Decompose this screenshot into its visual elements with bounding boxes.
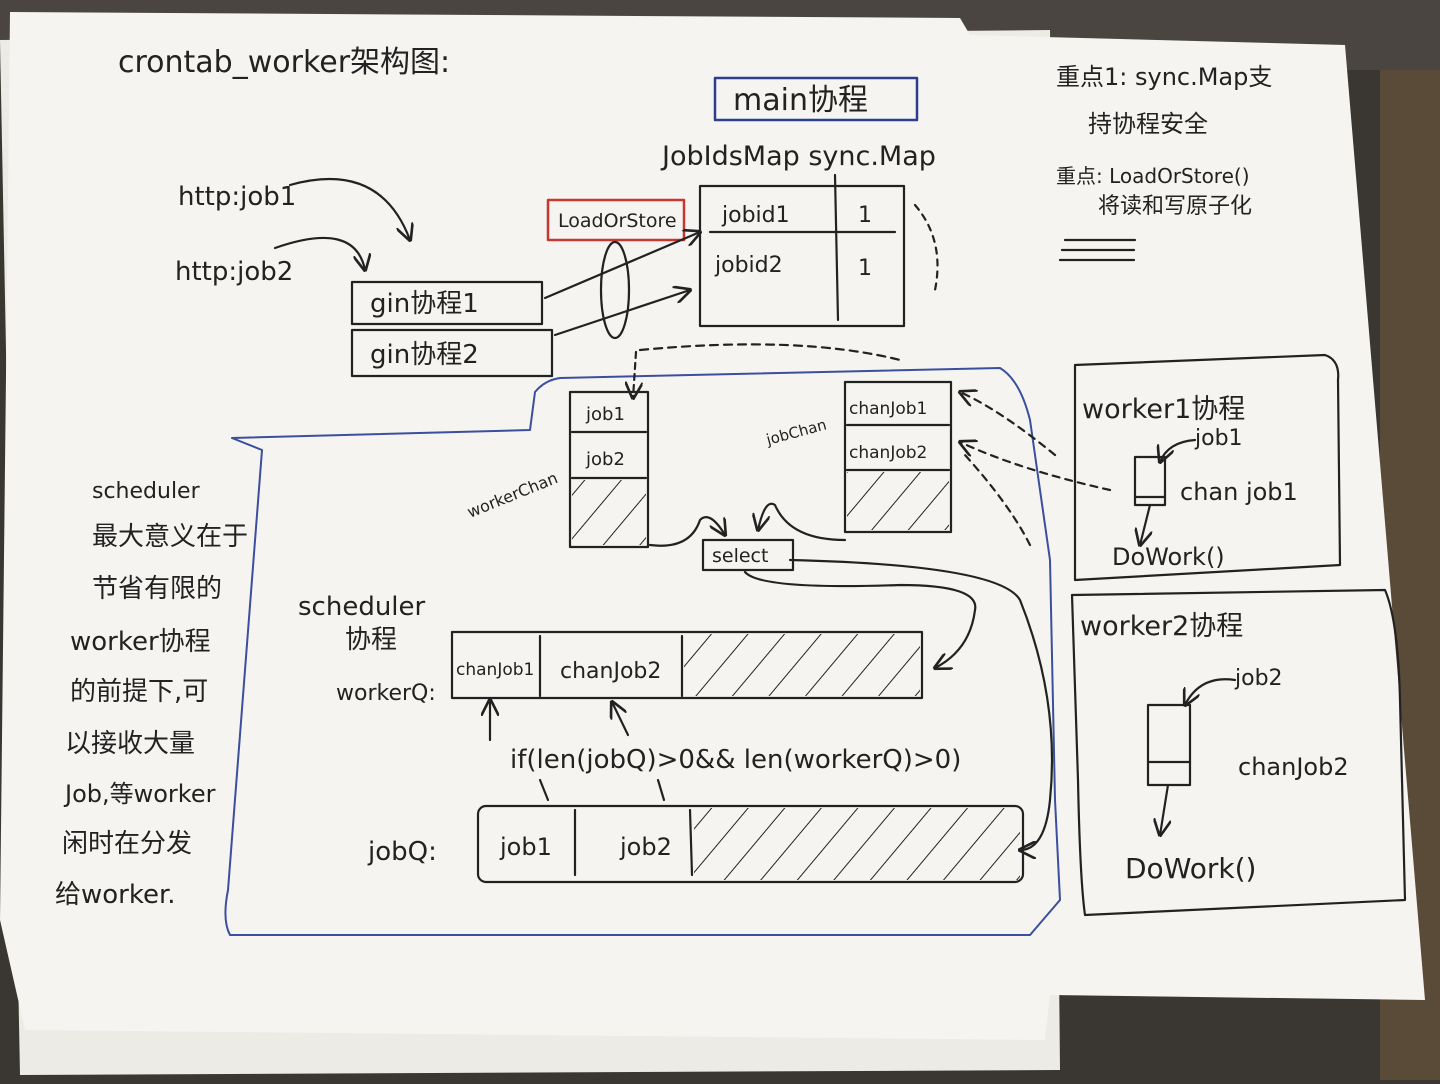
scheduler-region <box>224 367 1061 936</box>
dashed-map-to-chan <box>638 343 902 362</box>
workerq-empty-slots <box>684 634 920 696</box>
crossed-out-scribble <box>1058 238 1137 262</box>
arrow-worker1-to-dowork <box>1140 503 1150 545</box>
arrow-cond-to-workerq-2 <box>612 702 630 737</box>
left-note-line-2: 最大意义在于 <box>92 522 248 552</box>
dispatch-condition: if(len(jobQ)>0&& len(workerQ)>0) <box>510 745 961 775</box>
left-note-line-5: 的前提下,可 <box>70 677 208 707</box>
arrow-select-to-workerq <box>743 570 977 668</box>
workerq-label: workerQ: <box>336 681 436 706</box>
load-or-store-box <box>546 198 686 242</box>
arrow-job1-to-gin <box>288 177 410 240</box>
worker2-job: job2 <box>1234 666 1283 691</box>
diagram-title: crontab_worker架构图: <box>118 45 450 80</box>
arrow-workerchan-to-select <box>648 516 725 547</box>
worker2-dowork: DoWork() <box>1125 852 1256 885</box>
scheduler-label-2: 协程 <box>345 625 397 655</box>
map-title: JobIdsMap sync.Map <box>660 141 936 172</box>
select-box <box>701 538 795 572</box>
worker1-box <box>1073 353 1342 582</box>
note-line-4: 将读和写原子化 <box>1098 194 1252 219</box>
left-note-line-3: 节省有限的 <box>92 574 222 604</box>
arrow-gin2-to-map <box>553 290 690 337</box>
dashed-into-workerchan <box>633 350 636 398</box>
left-note-line-8: 闲时在分发 <box>62 829 192 859</box>
map-value-1: 1 <box>858 203 872 228</box>
gin-box-1 <box>350 280 544 326</box>
workerchan-item-1: job1 <box>585 404 625 425</box>
workerchan-empty-slots <box>572 480 646 545</box>
jobq-box <box>476 804 1025 884</box>
worker1-job: job1 <box>1194 426 1243 451</box>
worker1-chan-label: chan job1 <box>1180 478 1298 506</box>
left-note-line-7: Job,等worker <box>63 780 216 808</box>
map-key-1: jobid1 <box>721 203 790 228</box>
worker2-box <box>1070 588 1407 917</box>
load-or-store-label: LoadOrStore <box>558 210 677 232</box>
note-line-2: 持协程安全 <box>1088 110 1208 138</box>
arrow-job1-to-worker1-chan <box>1160 438 1197 462</box>
map-table <box>698 184 906 328</box>
cond-tick-1 <box>538 778 550 802</box>
jobq-divider-2 <box>688 808 694 877</box>
worker1-dowork: DoWork() <box>1112 543 1225 571</box>
jobchan-empty-slots <box>847 472 949 530</box>
select-label: select <box>712 545 768 567</box>
main-box-label: main协程 <box>733 83 868 118</box>
diagram-ink: crontab_worker架构图: main协程 JobIdsMap sync… <box>55 45 1407 936</box>
gin-box-2 <box>350 328 554 378</box>
jobchan-box <box>843 380 953 534</box>
cond-tick-2 <box>656 778 666 802</box>
dashed-worker1-to-jobchan <box>960 392 1057 457</box>
note-line-3: 重点: LoadOrStore() <box>1056 164 1250 188</box>
map-value-2: 1 <box>858 256 872 281</box>
left-note-line-6: 以接收大量 <box>65 729 195 759</box>
main-box <box>713 76 919 122</box>
scheduler-label-1: scheduler <box>298 592 426 622</box>
jobchan-item-1: chanJob1 <box>849 399 927 419</box>
jobq-empty-slots <box>694 808 1020 880</box>
gin-label-1: gin协程1 <box>370 289 479 319</box>
jobq-cell-1: job1 <box>499 833 552 861</box>
workerq-cell-1: chanJob1 <box>456 660 534 680</box>
arrow-select-to-jobq <box>788 558 1054 850</box>
worker2-title: worker2协程 <box>1080 611 1243 642</box>
map-col-divider <box>833 173 840 322</box>
arrow-job2-to-gin <box>273 236 365 270</box>
workerchan-box <box>568 390 650 549</box>
worker1-title: worker1协程 <box>1082 394 1245 425</box>
dashed-chanjob1-to-jobchan <box>960 442 1112 492</box>
workerq-cell-2: chanJob2 <box>560 659 661 684</box>
arrow-worker2-to-dowork <box>1160 783 1168 835</box>
gin-label-2: gin协程2 <box>370 340 479 370</box>
left-note-line-1: scheduler <box>92 479 201 504</box>
map-key-2: jobid2 <box>714 253 783 278</box>
jobq-label: jobQ: <box>367 837 437 867</box>
note-line-1: 重点1: sync.Map支 <box>1056 63 1272 91</box>
dashed-worker2-to-jobchan <box>963 453 1032 547</box>
arrow-gin1-to-map <box>543 232 700 300</box>
atomic-ellipse <box>599 240 631 340</box>
workerchan-item-2: job2 <box>585 449 625 470</box>
request-http-job2: http:job2 <box>175 257 293 287</box>
workerq-box <box>450 630 924 700</box>
arrow-job2-to-worker2-chan <box>1185 678 1237 705</box>
jobq-cell-2: job2 <box>619 833 672 861</box>
jobchan-item-2: chanJob2 <box>849 443 927 463</box>
left-note-line-9: 给worker. <box>55 880 176 910</box>
arrow-jobchan-to-select <box>758 502 847 542</box>
left-note-line-4: worker协程 <box>70 627 211 657</box>
worker2-chan-label: chanJob2 <box>1238 753 1349 781</box>
request-http-job1: http:job1 <box>178 182 296 212</box>
